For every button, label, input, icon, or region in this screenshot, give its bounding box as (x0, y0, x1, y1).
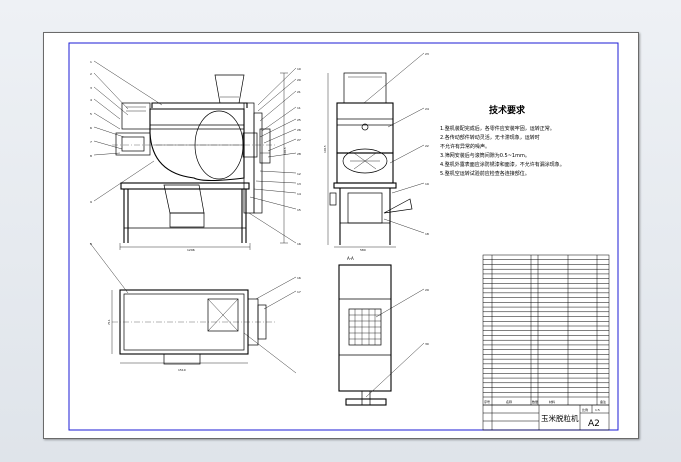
tech-req-note-4: 3.筛网安装后与滚筒间隙为0.5~1mm。 (440, 152, 530, 159)
balloon-6: 6 (90, 126, 92, 130)
bom-rows (483, 259, 609, 398)
balloon-7: 7 (90, 140, 92, 144)
tech-req-note-6: 5.整机空运转试验前应检查各连接部位。 (440, 170, 530, 177)
bom-header-no: 序号 (484, 399, 490, 404)
bom-table: 序号 名称 数量 材料 备注 (482, 254, 610, 406)
tech-req-title: 技术要求 (489, 104, 526, 116)
technical-requirements: 技术要求 1.整机装配完成后，各零件应安装牢固，运转正常。 2.各传动部件转动灵… (440, 104, 565, 177)
side-height-dim: 1015 (323, 145, 327, 153)
balloon-27: 27 (297, 138, 301, 142)
balloon-25: 25 (297, 118, 301, 122)
side-view: 580 1015 (323, 52, 425, 252)
plan-view: 1510 711 (89, 242, 297, 374)
bom-header: 序号 名称 数量 材料 备注 (484, 399, 606, 404)
leaders-mid-right (248, 67, 297, 244)
balloon-14: 14 (297, 192, 301, 196)
balloon-10: 10 (297, 67, 301, 71)
balloon-4: 4 (90, 98, 92, 102)
bom-header-name: 名称 (506, 399, 512, 404)
tech-req-note-5: 4.整机外露表面应涂防锈漆和面漆，不允许有漏涂现象。 (440, 161, 565, 168)
balloon-28: 28 (297, 152, 301, 156)
drawing-name: 玉米脱粒机 (541, 413, 579, 423)
balloon-20: 20 (297, 78, 301, 82)
front-view: 1296 1015 (93, 60, 297, 252)
balloon-labels-side: 23 24 22 19 18 (425, 52, 429, 236)
balloon-22: 22 (425, 144, 429, 148)
sieve-grid (348, 308, 382, 346)
balloon-3: 3 (90, 86, 92, 90)
balloon-2: 2 (90, 72, 92, 76)
balloon-23: 23 (425, 52, 429, 56)
balloon-16: 16 (297, 242, 301, 246)
balloon-19: 19 (425, 182, 429, 186)
tech-req-note-1: 1.整机装配完成后，各零件应安装牢固，运转正常。 (440, 125, 555, 132)
balloon-29: 29 (425, 288, 429, 292)
balloon-21: 21 (297, 90, 301, 94)
drawing-sheet: 1296 1015 (43, 32, 639, 439)
balloon-9-plan: 9 (90, 242, 92, 246)
balloon-17: 17 (297, 290, 301, 294)
drum-ribs (150, 124, 244, 130)
balloon-8: 8 (90, 154, 92, 158)
balloon-24: 24 (425, 107, 429, 111)
scale-value: 1:5 (595, 408, 600, 412)
leaders-left (93, 60, 163, 202)
side-width-dim: 580 (360, 248, 366, 252)
bom-header-qty: 数量 (532, 399, 538, 404)
front-width-dim: 1296 (187, 248, 195, 252)
balloon-16-plan: 16 (297, 276, 301, 280)
sheet-size: A2 (588, 419, 600, 429)
section-view: A-A (338, 256, 425, 406)
balloon-18: 18 (425, 232, 429, 236)
plan-depth-dim: 711 (107, 319, 111, 325)
bom-header-remark: 备注 (600, 399, 606, 404)
bom-header-material: 材料 (549, 399, 555, 404)
front-height-dim: 1015 (283, 147, 287, 155)
balloon-1: 1 (90, 60, 92, 64)
balloon-9: 9 (90, 200, 92, 204)
scale-label: 比例 (582, 407, 588, 412)
title-block: 玉米脱粒机 比例 1:5 A2 (482, 404, 610, 431)
balloon-11: 11 (297, 106, 301, 110)
balloon-30: 30 (425, 342, 429, 346)
tech-req-note-3: 不允许有异常的噪声。 (440, 143, 490, 150)
balloon-26: 26 (297, 128, 301, 132)
section-label: A-A (347, 256, 354, 261)
balloon-labels-mid-right: 10 20 21 11 25 26 27 28 12 13 14 15 16 (297, 67, 301, 246)
drawing-border (68, 42, 619, 431)
balloon-15: 15 (297, 208, 301, 212)
tech-req-note-2: 2.各传动部件转动灵活，无卡滞现象，运转时 (440, 134, 540, 141)
balloon-5: 5 (90, 112, 92, 116)
balloon-13: 13 (297, 182, 301, 186)
balloon-labels-left: 1 2 3 4 5 6 7 8 9 (90, 60, 92, 204)
cad-drawing-canvas: 1296 1015 (68, 42, 619, 431)
balloon-12: 12 (297, 172, 301, 176)
plan-width-dim: 1510 (178, 368, 186, 372)
